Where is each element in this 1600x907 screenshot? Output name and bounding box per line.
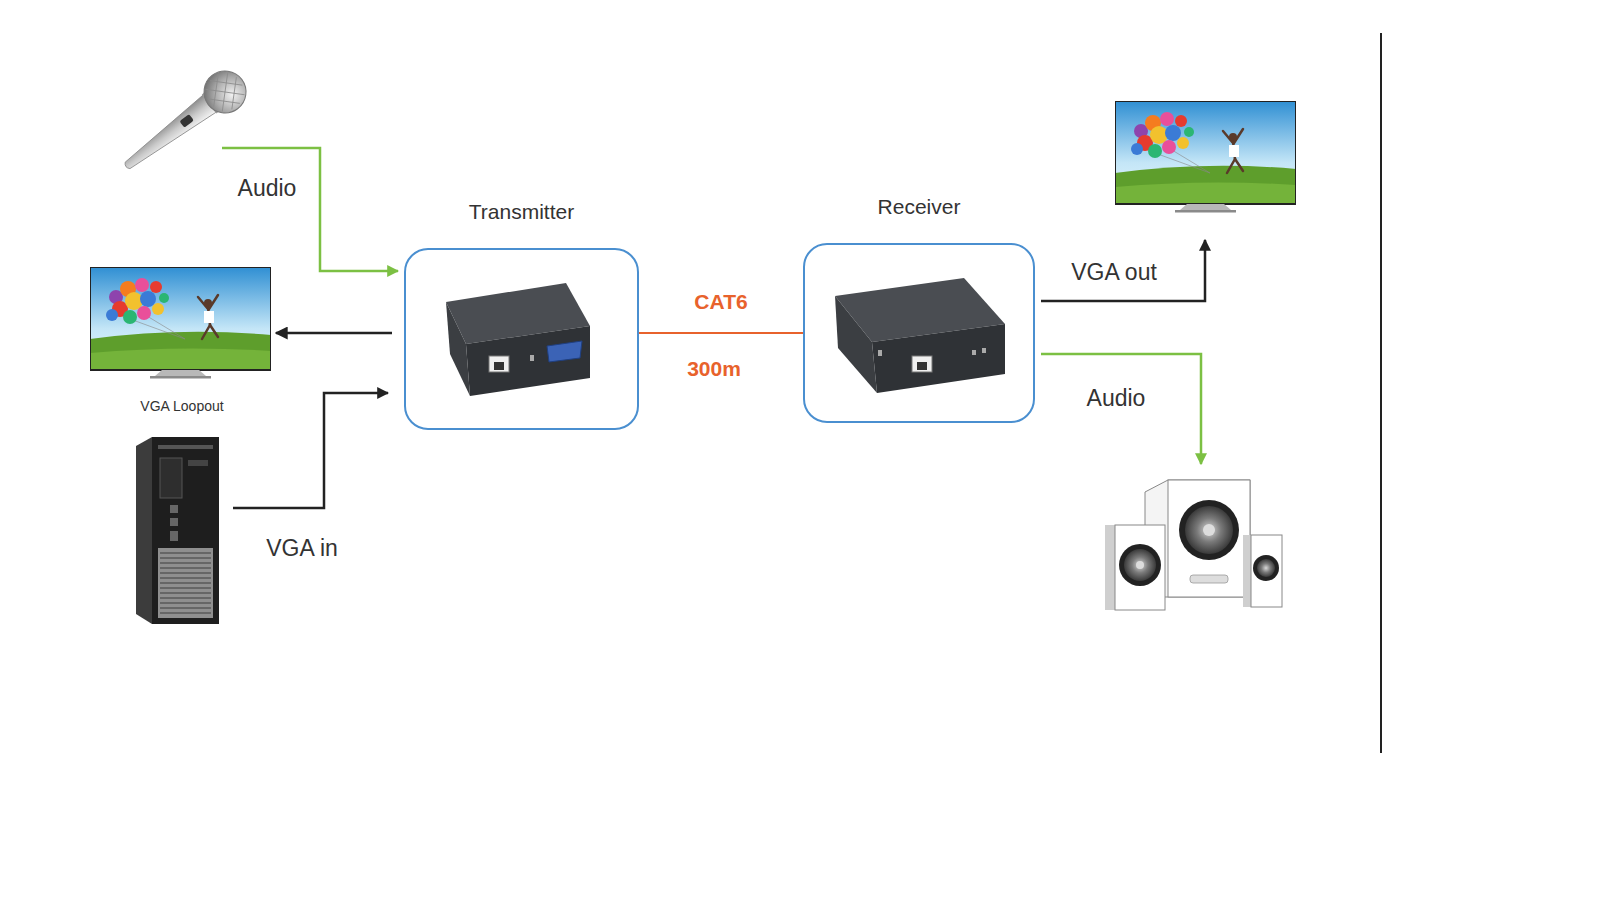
receiver-box: Receiver bbox=[803, 243, 1035, 423]
speakers-part bbox=[1136, 561, 1144, 569]
speakers-part bbox=[1115, 525, 1165, 610]
receiver-device-part bbox=[878, 350, 882, 356]
pc-tower-part bbox=[152, 437, 219, 624]
signal-label: VGA out bbox=[1071, 259, 1157, 286]
pc-tower-part bbox=[136, 437, 152, 624]
cat6-cable bbox=[639, 332, 803, 334]
microphone-part bbox=[179, 114, 193, 128]
transmitter-device-part bbox=[446, 302, 470, 396]
pc-tower-part bbox=[160, 458, 182, 498]
pc-tower-part bbox=[158, 445, 213, 449]
speakers-part bbox=[1124, 549, 1156, 581]
speakers-part bbox=[1203, 524, 1215, 536]
audio-in-wire bbox=[222, 148, 398, 271]
divider-line bbox=[1380, 33, 1382, 753]
transmitter-device-part bbox=[547, 341, 582, 362]
receiver-device-part bbox=[912, 356, 932, 372]
microphone-part bbox=[196, 63, 255, 122]
pc-tower-part bbox=[158, 548, 213, 618]
pc-tower-part bbox=[170, 531, 178, 541]
loopout-arrow bbox=[276, 332, 392, 335]
microphone-part bbox=[119, 93, 218, 176]
cable-label: CAT6 bbox=[694, 290, 747, 314]
pc-tower-part bbox=[170, 518, 178, 526]
transmitter-box: Transmitter bbox=[404, 248, 639, 430]
vga-out-wire bbox=[1041, 240, 1205, 301]
pc-tower-part bbox=[160, 553, 211, 613]
speakers-part bbox=[1190, 575, 1228, 583]
transmitter-device-part bbox=[489, 356, 509, 372]
speakers-part bbox=[1257, 559, 1275, 577]
signal-label: VGA in bbox=[266, 535, 338, 562]
loopout-monitor-node: VGA Loopout bbox=[88, 264, 276, 414]
speakers-part bbox=[1253, 555, 1279, 581]
output-monitor bbox=[1115, 101, 1296, 213]
node-heading: VGA Loopout bbox=[78, 398, 286, 414]
speakers bbox=[1105, 480, 1282, 610]
pc-tower-part bbox=[170, 505, 178, 513]
transmitter-device bbox=[446, 283, 590, 396]
signal-wires bbox=[222, 148, 1205, 508]
speakers-part bbox=[1179, 500, 1239, 560]
receiver-device bbox=[835, 278, 1005, 393]
speakers-part bbox=[1168, 480, 1250, 597]
receiver-device-part bbox=[835, 296, 877, 393]
speakers-part bbox=[1185, 506, 1233, 554]
signal-label: Audio bbox=[238, 175, 297, 202]
cable-length: 300m bbox=[687, 357, 741, 381]
receiver-device-part bbox=[972, 350, 976, 355]
transmitter-device-part bbox=[466, 326, 590, 396]
signal-label: Audio bbox=[1087, 385, 1146, 412]
node-heading: Transmitter bbox=[366, 200, 677, 224]
transmitter-device-part bbox=[494, 362, 504, 370]
speakers-part bbox=[1251, 535, 1282, 607]
transmitter-device-part bbox=[530, 355, 534, 361]
receiver-device-part bbox=[982, 348, 986, 353]
microphone-part bbox=[200, 67, 250, 117]
node-heading: Receiver bbox=[765, 195, 1073, 219]
receiver-device-part bbox=[917, 362, 927, 370]
audio-out-wire bbox=[1041, 354, 1201, 464]
vga-in-wire bbox=[233, 393, 388, 508]
microphone bbox=[113, 63, 254, 184]
receiver-device-part bbox=[872, 324, 1005, 393]
loopout-monitor bbox=[90, 267, 271, 379]
pc-tower-part bbox=[188, 460, 208, 466]
pc-tower bbox=[136, 437, 219, 624]
speakers-part bbox=[1119, 544, 1161, 586]
